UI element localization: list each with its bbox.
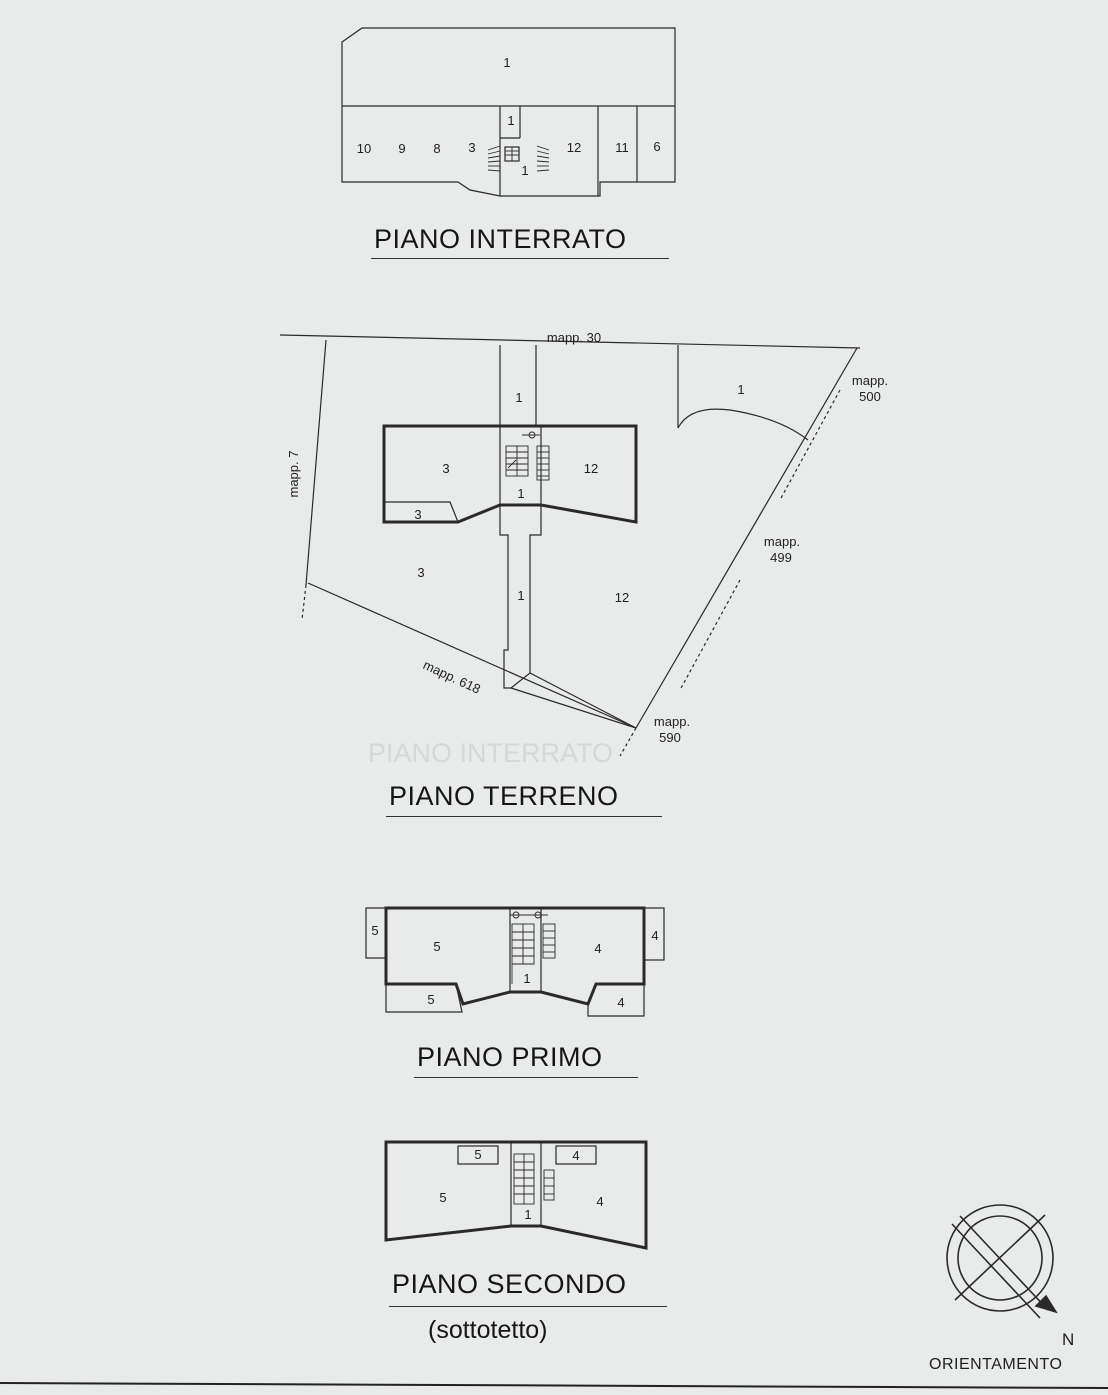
room-label: 1: [507, 113, 514, 128]
room-label: 6: [653, 139, 660, 154]
room-label: 1: [524, 1207, 531, 1222]
plan-piano-interrato: [341, 27, 676, 197]
room-label: 3: [414, 507, 421, 522]
room-label: 1: [517, 588, 524, 603]
room-label: 5: [433, 939, 440, 954]
plan-piano-primo: [365, 906, 665, 1017]
room-label: 1: [517, 486, 524, 501]
parcel-label-east: mapp.: [764, 534, 800, 549]
room-label: 4: [596, 1194, 603, 1209]
labels-interrato: 1 10 9 8 3 1 12 11 6 1: [357, 55, 661, 178]
room-label: 4: [594, 941, 601, 956]
parcel-labels: mapp. 30 mapp. 7 mapp. 500 mapp. 499 map…: [286, 330, 888, 745]
title-piano-interrato: PIANO INTERRATO: [374, 224, 627, 254]
room-label: 12: [615, 590, 629, 605]
room-label: 12: [567, 140, 581, 155]
room-label: 11: [615, 140, 629, 155]
room-label: 1: [515, 390, 522, 405]
room-label: 1: [521, 163, 528, 178]
room-label: 5: [439, 1190, 446, 1205]
labels-primo: 5 5 4 4 1 5 4: [371, 923, 658, 1010]
plan-piano-secondo: [384, 1140, 648, 1250]
parcel-label-southeast-number: 590: [659, 730, 681, 745]
room-label: 5: [427, 992, 434, 1007]
title-piano-terreno: PIANO TERRENO: [389, 781, 619, 811]
parcel-label-east-number: 499: [770, 550, 792, 565]
parcel-label-southwest: mapp. 618: [421, 657, 483, 697]
room-label: 4: [572, 1148, 579, 1163]
compass-icon: [946, 1204, 1058, 1319]
room-label: 1: [503, 55, 510, 70]
underline: [414, 1077, 638, 1078]
room-label: 3: [468, 140, 475, 155]
room-label: 8: [433, 141, 440, 156]
room-label: 9: [398, 141, 405, 156]
underline: [389, 1306, 667, 1307]
room-label: 5: [371, 923, 378, 938]
room-label: 1: [737, 382, 744, 397]
title-piano-primo: PIANO PRIMO: [417, 1042, 603, 1072]
room-label: 1: [523, 971, 530, 986]
show-through-text: PIANO INTERRATO: [368, 738, 614, 768]
north-letter: N: [1062, 1330, 1075, 1349]
plan-piano-terreno: [279, 334, 861, 757]
parcel-label-north: mapp. 30: [547, 330, 601, 345]
room-label: 12: [584, 461, 598, 476]
parcel-label-southeast: mapp.: [654, 714, 690, 729]
title-piano-secondo: PIANO SECONDO: [392, 1269, 627, 1299]
subtitle-sottotetto: (sottotetto): [428, 1316, 548, 1344]
room-label: 10: [357, 141, 371, 156]
room-label: 4: [651, 928, 658, 943]
room-label: 3: [417, 565, 424, 580]
underline: [371, 258, 669, 259]
room-label: 4: [617, 995, 624, 1010]
underline: [386, 816, 662, 817]
parcel-label-west: mapp. 7: [286, 451, 301, 498]
labels-secondo: 5 4 5 4 1: [439, 1147, 603, 1222]
parcel-label-northeast-number: 500: [859, 389, 881, 404]
room-label: 3: [442, 461, 449, 476]
labels-terreno: 1 1 3 12 1 3 3 1 12: [414, 382, 744, 605]
orientation-caption: ORIENTAMENTO: [929, 1356, 1063, 1373]
room-label: 5: [474, 1147, 481, 1162]
parcel-label-northeast: mapp.: [852, 373, 888, 388]
